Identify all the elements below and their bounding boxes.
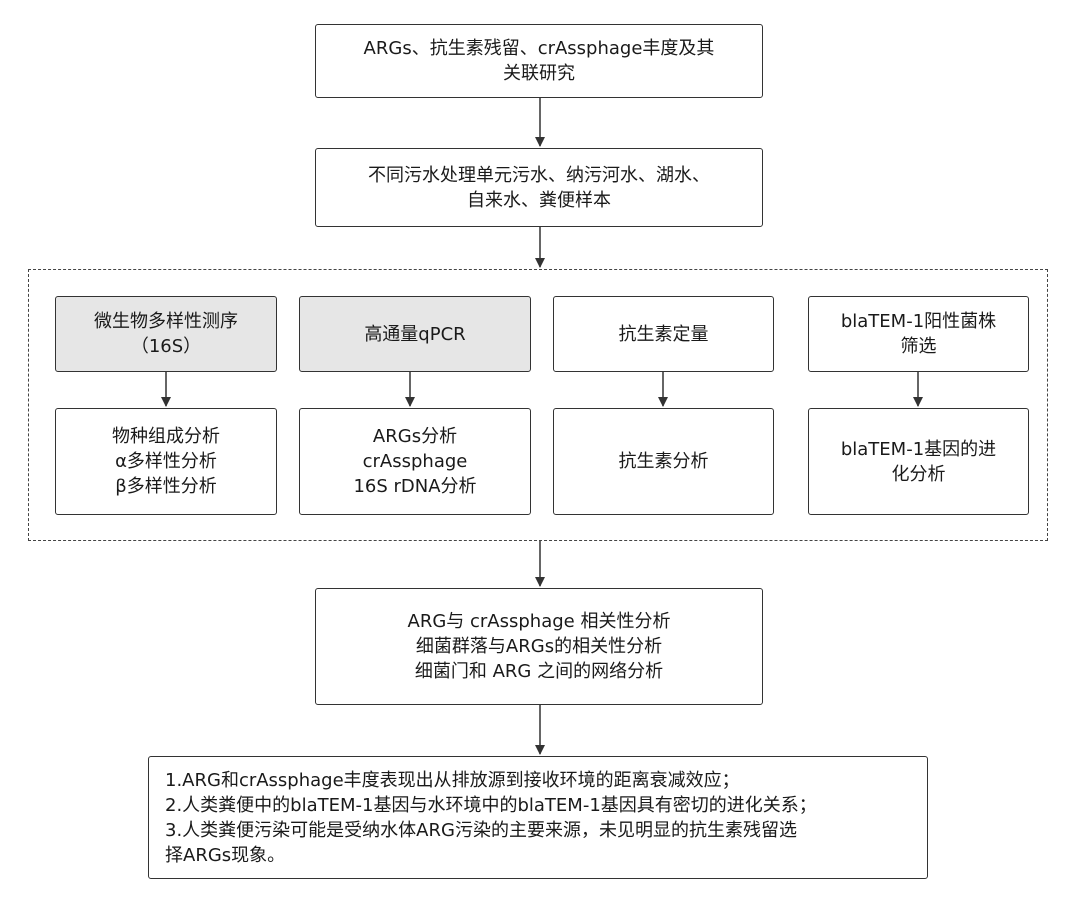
node-method-antibiotic-quant: 抗生素定量	[553, 296, 774, 372]
node-text-line: ARGs、抗生素残留、crAssphage丰度及其	[363, 38, 715, 59]
node-text-line: 1.ARG和crAssphage丰度表现出从排放源到接收环境的距离衰减效应；	[165, 769, 740, 791]
node-research-topic: ARGs、抗生素残留、crAssphage丰度及其 关联研究	[315, 24, 763, 98]
node-method-16s-sequencing: 微生物多样性测序 （16S）	[55, 296, 277, 372]
node-result-evolution: blaTEM-1基因的进 化分析	[808, 408, 1029, 515]
node-text-line: 细菌门和 ARG 之间的网络分析	[414, 661, 664, 682]
node-text-line: crAssphage	[362, 451, 468, 472]
node-result-antibiotic: 抗生素分析	[553, 408, 774, 515]
node-text-line: 3.人类粪便污染可能是受纳水体ARG污染的主要来源，未见明显的抗生素残留选	[165, 819, 797, 841]
node-text-line: blaTEM-1阳性菌株	[840, 311, 997, 332]
node-result-diversity: 物种组成分析 α多样性分析 β多样性分析	[55, 408, 277, 515]
node-text-line: 16S rDNA分析	[353, 476, 477, 497]
node-text-line: 关联研究	[503, 63, 575, 84]
node-text-line: 高通量qPCR	[364, 323, 466, 345]
node-text-line: 2.人类粪便中的blaTEM-1基因与水环境中的blaTEM-1基因具有密切的进…	[165, 794, 817, 816]
node-method-blatem-screening: blaTEM-1阳性菌株 筛选	[808, 296, 1029, 372]
node-text-line: 抗生素定量	[618, 323, 709, 345]
node-text-line: β多样性分析	[115, 476, 217, 497]
node-text-line: 微生物多样性测序	[94, 311, 238, 332]
node-text-line: 细菌群落与ARGs的相关性分析	[415, 636, 663, 657]
node-samples: 不同污水处理单元污水、纳污河水、湖水、 自来水、粪便样本	[315, 148, 763, 227]
methods-dashed-container	[28, 269, 1048, 541]
node-text-line: （16S）	[130, 336, 202, 357]
node-method-qpcr: 高通量qPCR	[299, 296, 531, 372]
node-text-line: 择ARGs现象。	[165, 844, 286, 866]
node-result-args: ARGs分析 crAssphage 16S rDNA分析	[299, 408, 531, 515]
node-text-line: ARGs分析	[372, 426, 458, 447]
node-conclusions: 1.ARG和crAssphage丰度表现出从排放源到接收环境的距离衰减效应； 2…	[148, 756, 928, 879]
node-text-line: 化分析	[891, 463, 946, 485]
node-text-line: 抗生素分析	[618, 451, 709, 472]
node-text-line: 筛选	[900, 336, 937, 357]
node-text-line: ARG与 crAssphage 相关性分析	[407, 611, 671, 632]
node-text-line: α多样性分析	[115, 451, 217, 472]
node-text-line: 物种组成分析	[112, 426, 220, 447]
node-correlation-analysis: ARG与 crAssphage 相关性分析 细菌群落与ARGs的相关性分析 细菌…	[315, 588, 763, 705]
node-text-line: blaTEM-1基因的进	[840, 438, 997, 460]
node-text-line: 不同污水处理单元污水、纳污河水、湖水、	[368, 164, 710, 186]
node-text-line: 自来水、粪便样本	[467, 189, 611, 211]
